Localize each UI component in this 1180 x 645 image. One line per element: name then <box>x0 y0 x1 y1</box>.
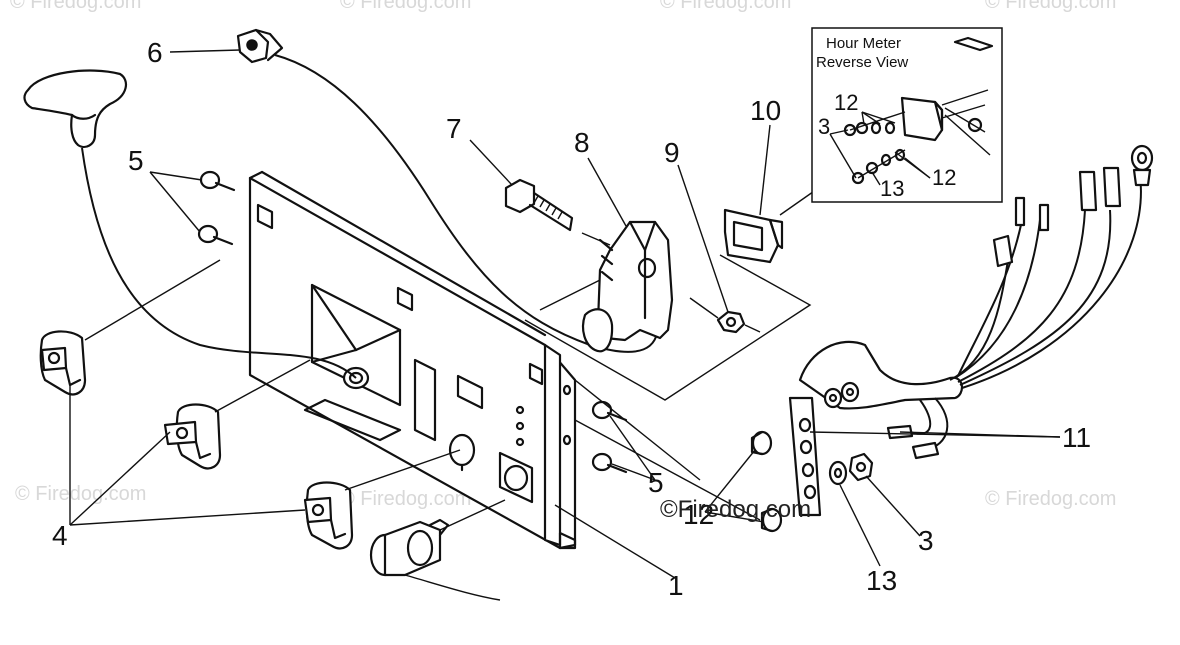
harness-nuts <box>823 381 860 409</box>
bolt <box>504 178 574 232</box>
callout-8: 8 <box>574 127 590 158</box>
watermark-main: ©Firedog.com <box>660 496 811 523</box>
washer-13 <box>828 460 848 486</box>
callout-11: 11 <box>1062 422 1091 453</box>
spacer-lower <box>760 507 783 533</box>
hour-meter <box>723 208 784 264</box>
callout-9: 9 <box>664 137 680 168</box>
callout-10: 10 <box>750 95 781 126</box>
callout-7: 7 <box>446 113 462 144</box>
inset-title-line1: Hour Meter <box>826 35 901 52</box>
inset-callout-12-top: 12 <box>834 90 858 115</box>
inset-callout-13: 13 <box>880 176 904 201</box>
nut-9 <box>716 310 746 334</box>
leader-lines <box>69 49 1061 579</box>
callout-1: 1 <box>668 570 684 601</box>
throttle-lever <box>581 220 674 353</box>
switch-boot-upper <box>39 330 87 396</box>
screw-lower-2 <box>591 452 628 474</box>
watermark-right: © Firedog.com <box>985 488 1116 510</box>
wiring-harness <box>788 144 1154 517</box>
control-panel <box>248 170 577 550</box>
callout-3: 3 <box>918 525 934 556</box>
cable-clip <box>236 28 660 353</box>
callout-12: 12 <box>683 499 714 530</box>
callout-13: 13 <box>866 565 897 596</box>
assembly-guide-lines <box>524 179 831 401</box>
hour-meter-inset: Hour Meter Reverse View 12 3 13 <box>811 27 1003 203</box>
watermark-top-left: © Firedog.com <box>10 0 141 13</box>
switch-boot-middle <box>163 403 222 470</box>
inset-washers <box>843 111 906 185</box>
nut-3 <box>848 452 874 482</box>
watermark-left: © Firedog.com <box>15 483 146 505</box>
watermark-center: © Firedog.com <box>340 488 471 510</box>
watermark-top-right: © Firedog.com <box>660 0 791 13</box>
choke-knob <box>23 69 357 379</box>
watermark-top-far-right: © Firedog.com <box>985 0 1116 13</box>
inset-callout-12-bottom: 12 <box>932 165 956 190</box>
switch-boot-lower <box>303 481 354 550</box>
key-switch <box>369 518 501 601</box>
inset-callout-3: 3 <box>818 114 830 139</box>
callout-5-upper: 5 <box>128 145 144 176</box>
watermarks: © Firedog.com © Firedog.com © Firedog.co… <box>10 0 1116 510</box>
spacer-upper <box>750 430 773 456</box>
watermark-top-mid: © Firedog.com <box>340 0 471 13</box>
inset-title-line2: Reverse View <box>816 54 908 71</box>
callout-5-lower: 5 <box>648 467 664 498</box>
screw-upper-1 <box>199 170 236 192</box>
screw-upper-2 <box>197 224 234 246</box>
callout-6: 6 <box>147 37 163 68</box>
callout-4: 4 <box>52 520 68 551</box>
callouts: 6 7 8 9 10 5 5 4 1 11 3 13 12 <box>52 37 1091 601</box>
